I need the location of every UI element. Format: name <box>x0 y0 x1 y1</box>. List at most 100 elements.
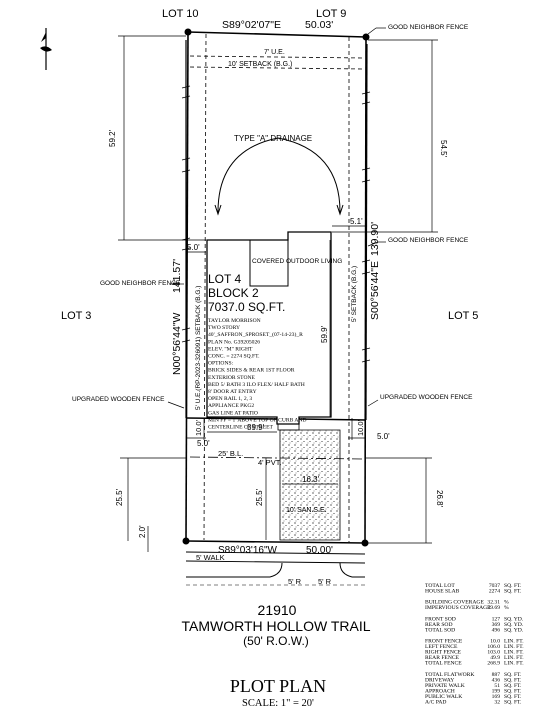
left-easement-line <box>203 33 207 541</box>
right-distance: 139.90' <box>369 222 381 256</box>
table-value: 268.9 <box>487 661 500 667</box>
dim-26-8: 26.8' <box>435 490 444 508</box>
table-label: DRIVEWAY <box>425 677 454 683</box>
table-unit: SQ. YD. <box>504 616 524 622</box>
setback-label: 10' SETBACK (B.G.) <box>228 61 292 68</box>
property-corner-marker <box>362 33 370 41</box>
covered-outdoor-living-label: COVERED OUTDOOR LIVING <box>252 258 342 265</box>
table-value: 49.9 <box>490 655 500 661</box>
dim-10-0-right: 10.0' <box>356 419 365 436</box>
upgraded-wooden-fence-label: UPGRADED WOODEN FENCE <box>72 396 165 403</box>
sanitary-easement-label: 10' SAN.S.E. <box>286 507 327 514</box>
dim-5-0-c: 5.0' <box>377 432 390 441</box>
table-label: REAR SOD <box>425 622 453 628</box>
good-neighbor-fence-label: GOOD NEIGHBOR FENCE <box>388 24 469 31</box>
fence-ticks <box>181 85 371 363</box>
table-unit: % <box>504 605 509 611</box>
table-value: 32.31 <box>487 600 500 606</box>
left-easement-label: 5' U.E.(RP-2023-326091) SETBACK (B.G.) <box>195 286 202 410</box>
table-value: 106.0 <box>487 644 500 650</box>
right-setback-label: 5' SETBACK (B.G.) <box>351 266 358 322</box>
lot-area: 7037.0 SQ.FT. <box>208 300 285 314</box>
table-label: IMPERVIOUS COVERAGE <box>425 605 491 611</box>
dim-59-2: 59.2' <box>108 129 117 147</box>
good-neighbor-fence-label: GOOD NEIGHBOR FENCE <box>388 237 469 244</box>
lot-detail-line: BRICK SIDES & REAR 1ST FLOOR <box>208 368 295 374</box>
lot-detail-line: CENTERLINE OF STREET <box>208 425 274 431</box>
table-unit: LIN. FT. <box>504 650 524 656</box>
setback-line <box>189 66 365 70</box>
dim-59-9: 59.9' <box>320 325 329 343</box>
table-unit: % <box>504 600 509 606</box>
table-unit: SQ. YD. <box>504 627 524 633</box>
dim-16-3: 16.3' <box>302 475 320 484</box>
table-unit: SQ. FT. <box>504 683 522 689</box>
drawing-title: PLOT PLAN <box>230 676 326 696</box>
table-label: RIGHT FENCE <box>425 650 462 656</box>
table-unit: SQ. FT. <box>504 688 522 694</box>
lot-10-label: LOT 10 <box>162 8 199 20</box>
table-value: 7037 <box>489 583 500 589</box>
table-value: 10.0 <box>490 639 500 645</box>
driveway <box>279 429 341 541</box>
table-label: APPROACH <box>425 688 455 694</box>
lot-boundary <box>185 31 367 544</box>
drainage-label: TYPE "A" DRAINAGE <box>234 134 312 143</box>
table-label: TOTAL LOT <box>425 583 455 589</box>
building-line-label: 25' B.L. <box>218 449 243 458</box>
table-label: TOTAL SOD <box>425 627 455 633</box>
top-bearing: S89°02'07"E <box>222 19 281 31</box>
lot-detail-line: OPTIONS: <box>208 361 234 367</box>
table-label: LEFT FENCE <box>425 644 458 650</box>
table-label: A/C PAD <box>425 700 446 706</box>
dim-5-0-b: 5.0' <box>197 439 210 448</box>
table-unit: LIN. FT. <box>504 639 524 645</box>
left-distance: 141.57' <box>171 259 183 293</box>
table-unit: SQ. FT. <box>504 583 522 589</box>
upgraded-wooden-fence-label: UPGRADED WOODEN FENCE <box>380 394 473 401</box>
property-corner-marker <box>182 537 190 545</box>
top-distance: 50.03' <box>305 19 333 31</box>
table-label: BUILDING COVERAGE <box>425 600 484 606</box>
left-bearing: N00°56'44"W <box>171 312 183 375</box>
table-label: REAR FENCE <box>425 655 460 661</box>
lot-detail-line: APPLIANCE PKG2 <box>208 403 254 409</box>
bottom-distance: 50.00' <box>306 545 333 556</box>
lot-5-label: LOT 5 <box>448 310 478 322</box>
dim-5-0-a: 5.0' <box>187 243 200 252</box>
pvt-walk-label: 4' PVT. <box>258 458 282 467</box>
dimension-lines <box>118 35 438 552</box>
table-value: 496 <box>492 627 501 633</box>
lot-number: LOT 4 <box>208 272 241 286</box>
table-unit: SQ. FT. <box>504 700 522 706</box>
lot-detail-line: MIN FF = 1' ABOVE TOP OF CURB AND <box>208 417 307 423</box>
drainage-arrows <box>214 137 344 216</box>
dim-54-5: 54.5' <box>439 140 448 158</box>
street-name: TAMWORTH HOLLOW TRAIL <box>181 618 370 634</box>
table-label: PRIVATE WALK <box>425 683 465 689</box>
dim-39-9: 39.9' <box>247 423 265 432</box>
table-unit: LIN. FT. <box>504 644 524 650</box>
radius-right-label: 5' R <box>318 577 332 586</box>
dim-2-0: 2.0' <box>138 525 147 538</box>
street <box>185 551 366 586</box>
table-unit: LIN. FT. <box>504 655 524 661</box>
table-label: FRONT SOD <box>425 616 456 622</box>
north-arrow-icon <box>40 28 52 70</box>
lot-detail-line: 40'_SAFFRON_SPROSET_(07-14-23)_R <box>208 331 303 338</box>
table-unit: SQ. FT. <box>504 694 522 700</box>
house-footprint <box>206 231 332 425</box>
right-of-way: (50' R.O.W.) <box>243 634 309 648</box>
dim-5-1: 5.1' <box>350 217 363 226</box>
dim-25-5-a: 25.5' <box>115 488 124 506</box>
table-label: HOUSE SLAB <box>425 589 460 595</box>
lot-3-label: LOT 3 <box>61 310 91 322</box>
lot-detail-line: TAYLOR MORRISON <box>208 318 261 324</box>
lot-detail-line: BED 5/ BATH 3 ILO FLEX/ HALF BATH <box>208 382 305 388</box>
table-value: 169 <box>492 694 501 700</box>
table-unit: SQ. FT. <box>504 677 522 683</box>
lot-detail-line: ELEV. "M" RIGHT <box>208 346 253 352</box>
table-unit: LIN. FT. <box>504 661 524 667</box>
ue-label: 7' U.E. <box>264 49 285 56</box>
